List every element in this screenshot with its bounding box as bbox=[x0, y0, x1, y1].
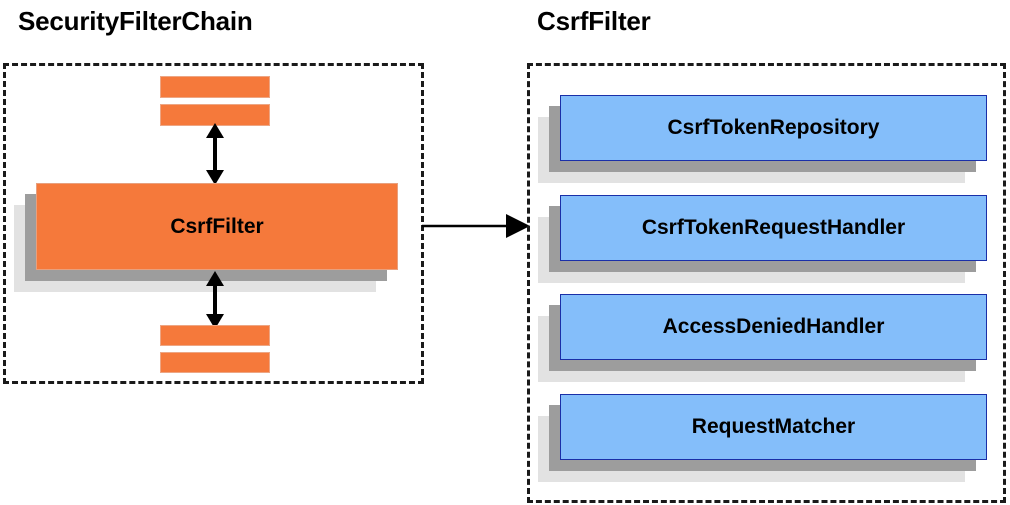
node-access-denied-handler[interactable]: AccessDeniedHandler bbox=[538, 294, 987, 382]
panel-security-filter-chain bbox=[3, 63, 424, 384]
filter-bar-top-1 bbox=[160, 76, 270, 98]
double-arrow-down-icon bbox=[206, 271, 224, 329]
panel-csrf-filter-detail bbox=[527, 63, 1006, 503]
node-label-request-matcher: RequestMatcher bbox=[560, 394, 987, 460]
node-request-matcher[interactable]: RequestMatcher bbox=[538, 394, 987, 482]
filter-bar-bottom-2 bbox=[160, 352, 270, 373]
node-csrf-token-repository[interactable]: CsrfTokenRepository bbox=[538, 95, 987, 183]
node-label-csrf-token-request-handler: CsrfTokenRequestHandler bbox=[560, 195, 987, 261]
node-csrf-filter[interactable]: CsrfFilter bbox=[14, 183, 398, 292]
expand-arrow-icon bbox=[422, 214, 530, 238]
panel-title-security-filter-chain: SecurityFilterChain bbox=[18, 6, 253, 36]
filter-bar-bottom-1 bbox=[160, 325, 270, 346]
node-label-csrf-filter: CsrfFilter bbox=[36, 183, 398, 270]
node-label-access-denied-handler: AccessDeniedHandler bbox=[560, 294, 987, 360]
panel-title-csrf-filter: CsrfFilter bbox=[537, 6, 651, 36]
double-arrow-up-icon bbox=[206, 123, 224, 185]
node-label-csrf-token-repository: CsrfTokenRepository bbox=[560, 95, 987, 161]
node-csrf-token-request-handler[interactable]: CsrfTokenRequestHandler bbox=[538, 195, 987, 283]
